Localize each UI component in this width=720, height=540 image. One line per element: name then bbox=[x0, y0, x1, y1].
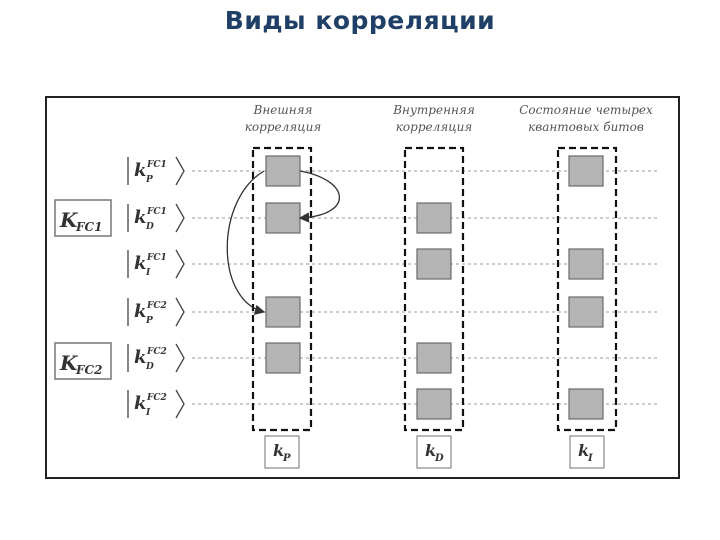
row-label-sup: FC2 bbox=[146, 347, 167, 357]
row-label-sup: FC1 bbox=[146, 253, 167, 263]
column-footer-ki: k I bbox=[569, 435, 605, 469]
row-label-sup: FC1 bbox=[146, 207, 167, 217]
svg-text:k: k bbox=[578, 441, 589, 460]
svg-text:FC2: FC2 bbox=[75, 363, 102, 377]
qubit-cell bbox=[568, 155, 604, 187]
column-footer-kd: k D bbox=[416, 435, 452, 469]
svg-text:K: K bbox=[59, 208, 79, 232]
qubit-cell bbox=[265, 202, 301, 234]
row-label-main: k bbox=[134, 207, 146, 228]
column-header-internal: Внутренняя корреляция bbox=[392, 103, 475, 134]
row-label-sup: FC1 bbox=[146, 160, 167, 170]
qubit-cell bbox=[568, 388, 604, 420]
row-label-sub: I bbox=[145, 408, 151, 418]
slide-title: Виды корреляции bbox=[224, 6, 496, 35]
svg-text:K: K bbox=[59, 351, 79, 375]
svg-text:квантовых битов: квантовых битов bbox=[528, 120, 644, 134]
qubit-cell bbox=[416, 342, 452, 374]
svg-text:Состояние четырех: Состояние четырех bbox=[519, 103, 653, 117]
row-label-sup: FC2 bbox=[146, 393, 167, 403]
group-box-fc2: K FC2 bbox=[54, 342, 112, 380]
svg-text:k: k bbox=[273, 441, 284, 460]
qubit-cell bbox=[568, 248, 604, 280]
row-label-main: k bbox=[134, 253, 146, 274]
column-box-qubit-state bbox=[556, 146, 618, 432]
svg-text:корреляция: корреляция bbox=[396, 120, 473, 134]
row-label-main: k bbox=[134, 347, 146, 368]
column-box-external bbox=[251, 146, 313, 432]
qubit-cell bbox=[265, 342, 301, 374]
svg-text:FC1: FC1 bbox=[75, 220, 102, 234]
qubit-cell bbox=[416, 388, 452, 420]
svg-text:Внутренняя: Внутренняя bbox=[392, 103, 475, 117]
svg-text:I: I bbox=[587, 453, 593, 464]
group-box-fc1: K FC1 bbox=[54, 199, 112, 237]
svg-text:D: D bbox=[434, 453, 444, 464]
column-footer-kp: k P bbox=[264, 435, 300, 469]
row-label-main: k bbox=[134, 393, 146, 414]
row-label-sub: I bbox=[145, 268, 151, 278]
qubit-cell bbox=[265, 155, 301, 187]
qubit-cell bbox=[265, 296, 301, 328]
svg-text:k: k bbox=[425, 441, 436, 460]
qubit-cell bbox=[568, 296, 604, 328]
column-box-internal bbox=[403, 146, 465, 432]
correlation-arrow-left bbox=[226, 170, 266, 315]
qubit-cell bbox=[416, 248, 452, 280]
column-header-external: Внешняя корреляция bbox=[245, 103, 322, 134]
row-label-main: k bbox=[134, 301, 146, 322]
row-label-sub: P bbox=[145, 175, 153, 185]
row-label-main: k bbox=[134, 160, 146, 181]
qubit-cell bbox=[416, 202, 452, 234]
column-header-qubit-state: Состояние четырех квантовых битов bbox=[519, 103, 653, 134]
svg-text:P: P bbox=[282, 453, 291, 464]
svg-text:Внешняя: Внешняя bbox=[253, 103, 313, 117]
correlation-arrow-right bbox=[298, 170, 341, 223]
row-label-sub: D bbox=[145, 362, 154, 372]
row-label-sub: D bbox=[145, 222, 154, 232]
svg-text:корреляция: корреляция bbox=[245, 120, 322, 134]
row-label-sub: P bbox=[145, 316, 153, 326]
row-label-sup: FC2 bbox=[146, 301, 167, 311]
